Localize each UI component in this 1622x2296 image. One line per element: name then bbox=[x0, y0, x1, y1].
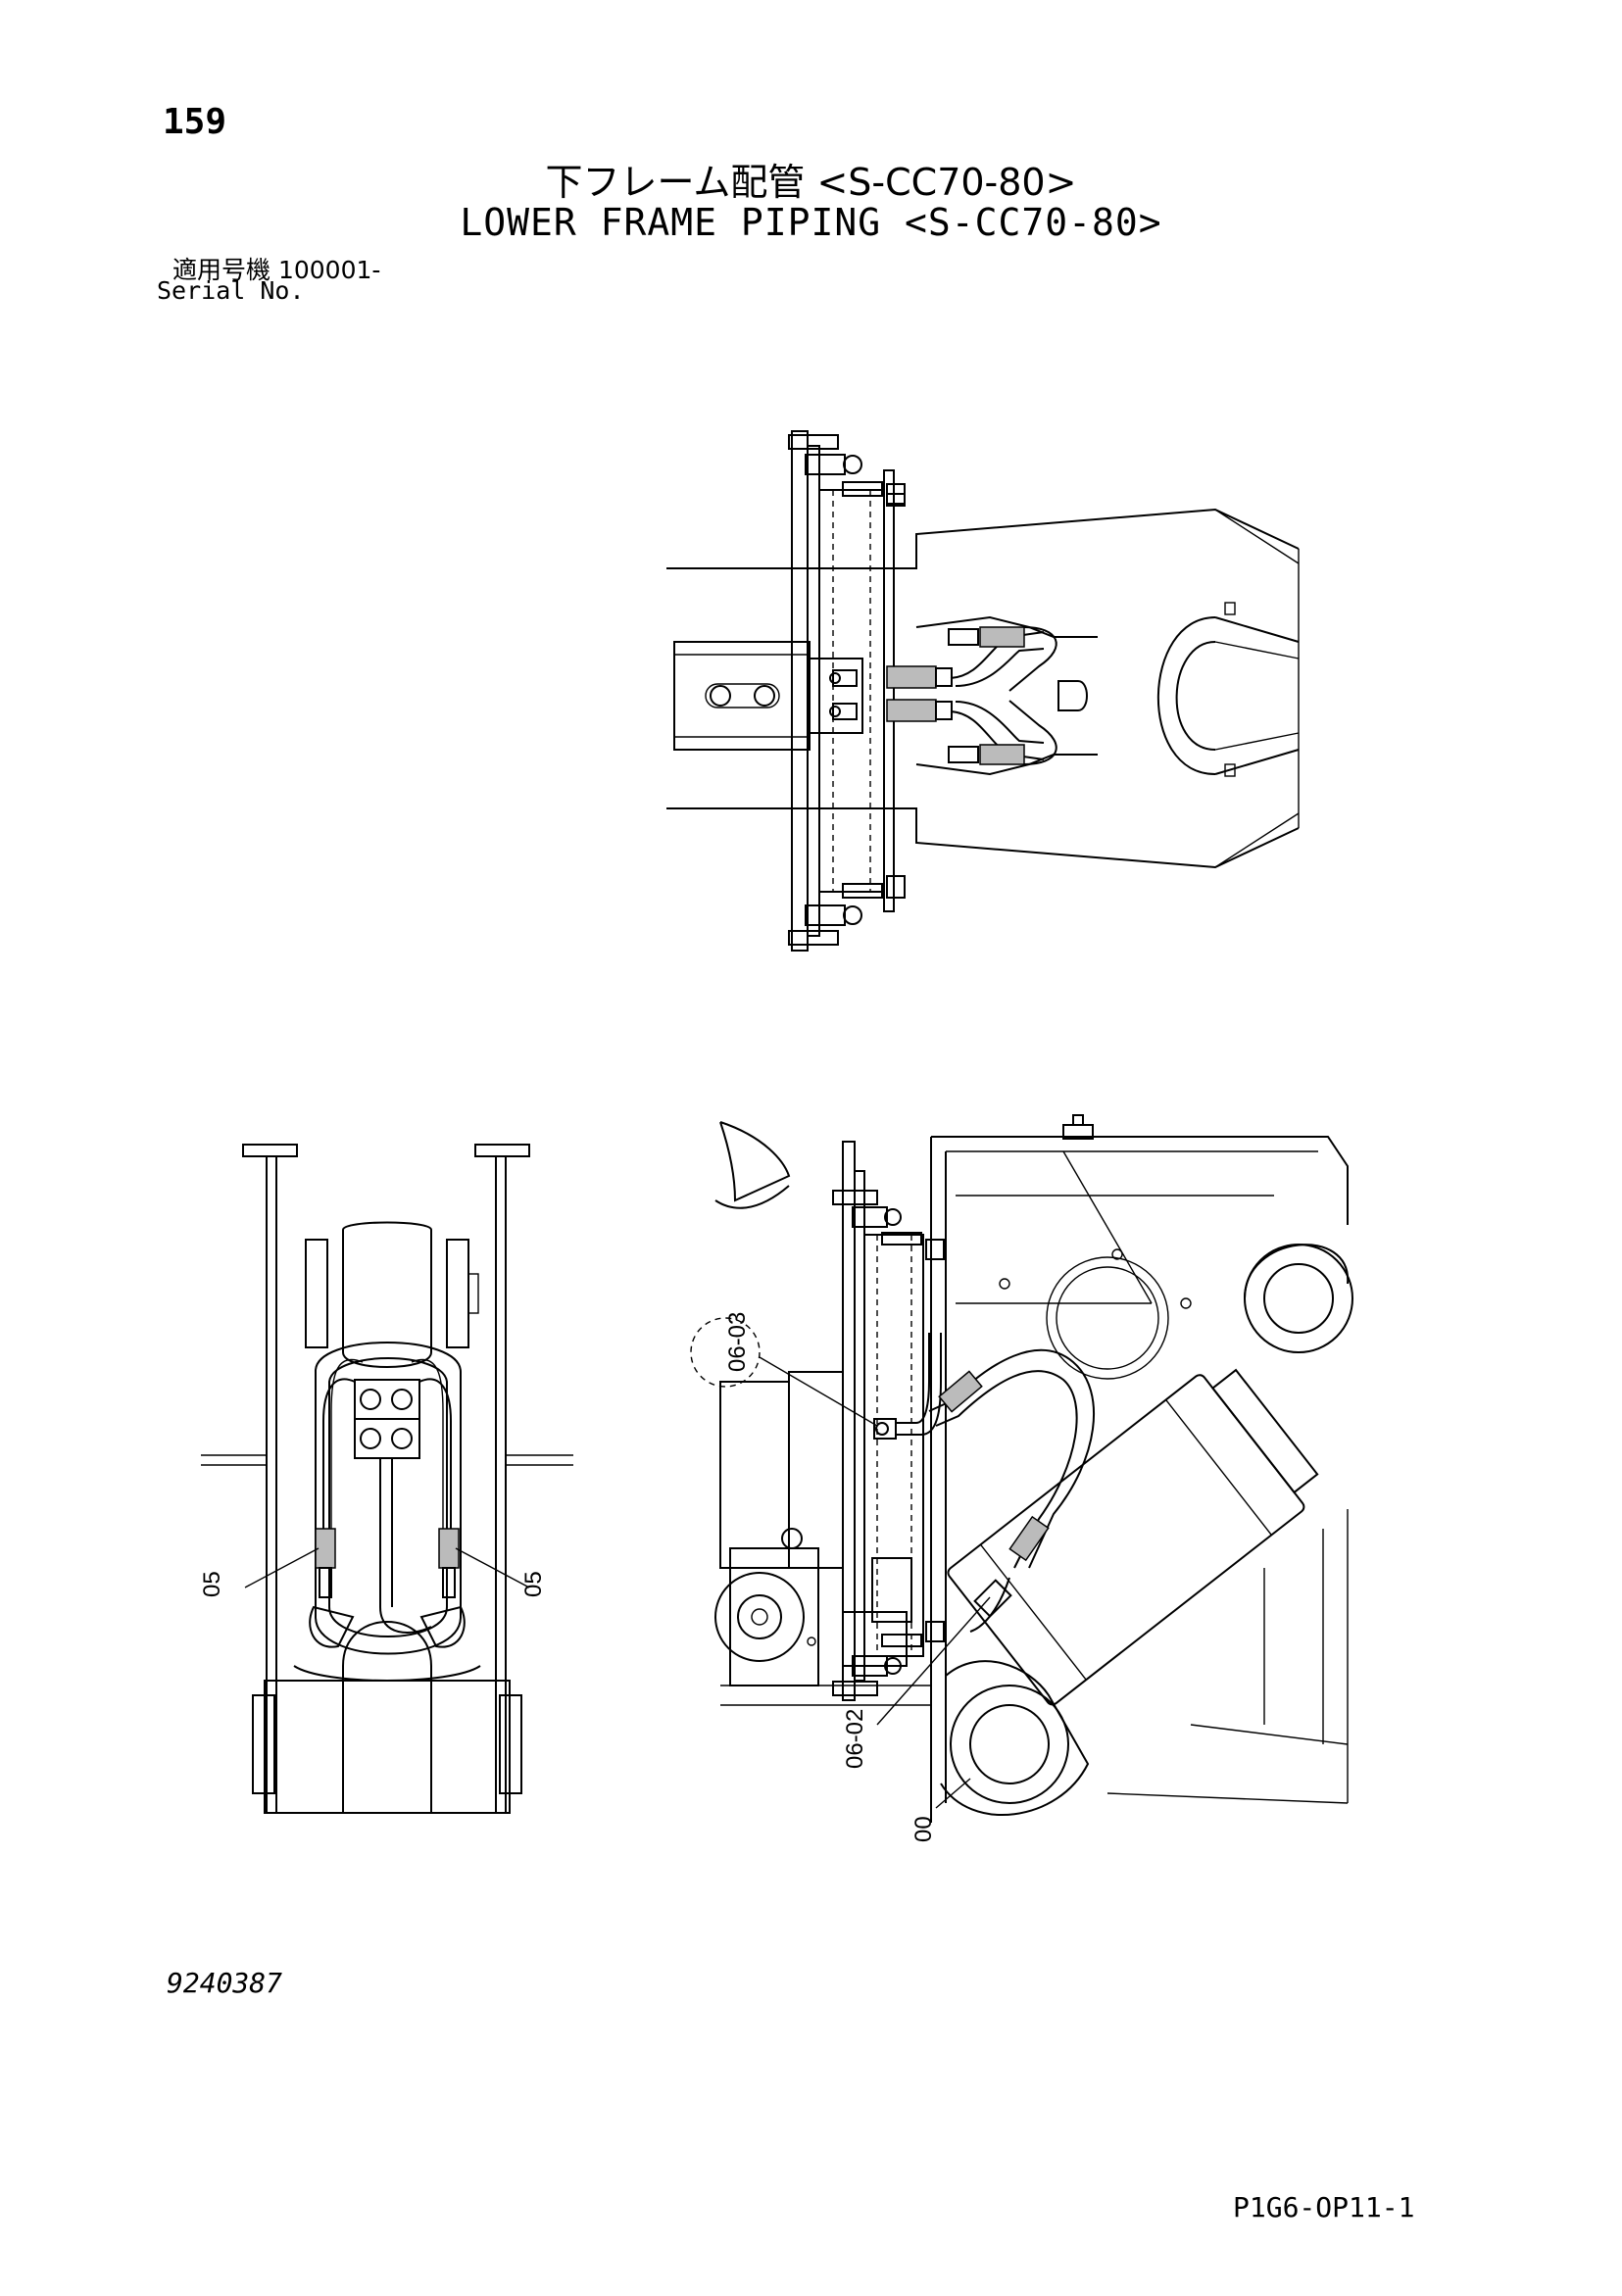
top-view-drawing bbox=[666, 430, 1300, 952]
side-view-drawing bbox=[690, 1114, 1353, 1823]
serial-label-english: Serial No. bbox=[157, 276, 305, 305]
page-title-japanese: 下フレーム配管 <S-CC70-80> bbox=[545, 161, 1077, 204]
drawing-number: 9240387 bbox=[167, 1967, 283, 1999]
callout-front-right: 05 bbox=[520, 1571, 547, 1597]
page-title-english: LOWER FRAME PIPING <S-CC70-80> bbox=[460, 201, 1162, 244]
front-view-drawing bbox=[201, 1144, 573, 1814]
page-number: 159 bbox=[163, 102, 227, 142]
callout-side-lower: 06-02 bbox=[842, 1709, 868, 1769]
page-code: P1G6-OP11-1 bbox=[1233, 2191, 1415, 2223]
callout-side-bottom: 00 bbox=[910, 1816, 937, 1842]
callout-side-upper: 06-03 bbox=[724, 1312, 751, 1372]
serial-label-japanese: 適用号機 100001- bbox=[172, 256, 381, 284]
callout-front-left: 05 bbox=[199, 1571, 225, 1597]
